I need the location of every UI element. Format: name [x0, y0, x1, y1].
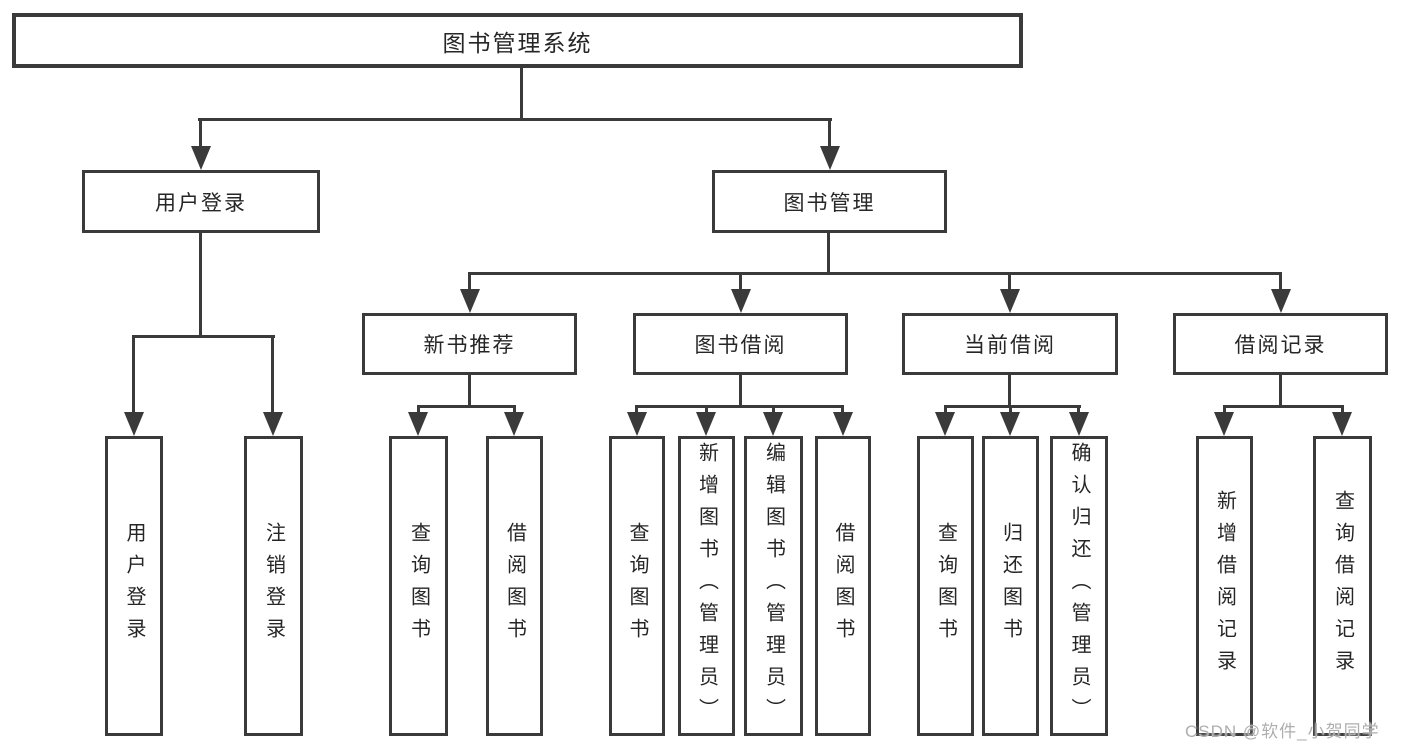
node-label: 用户登录 [123, 522, 145, 650]
arrowhead-down [1214, 412, 1234, 436]
leaf-newrec-borrow-books: 借阅图书 [486, 436, 543, 736]
connector-branch-line [1008, 272, 1011, 291]
leaf-borrow-borrow-books: 借阅图书 [815, 436, 871, 736]
connector-branch-line [739, 272, 742, 291]
arrowhead-down [1000, 289, 1020, 313]
connector-records-stem [1279, 375, 1282, 407]
leaf-current-confirm-return-admin: 确认归还（管理员） [1050, 436, 1108, 736]
node-library-management-system: 图书管理系统 [12, 13, 1023, 68]
leaf-borrow-add-books-admin: 新增图书（管理员） [678, 436, 735, 736]
connector-branch-line [944, 405, 947, 415]
connector-level3-split [468, 272, 1282, 275]
node-current-borrowing: 当前借阅 [902, 313, 1118, 375]
node-label: 归还图书 [999, 522, 1022, 650]
connector-branch-line [828, 118, 831, 148]
connector-borrow-split [635, 405, 844, 408]
csdn-watermark: CSDN @软件_小贺同学 [1185, 722, 1380, 741]
connector-branch-line [1077, 405, 1080, 415]
arrowhead-down [1069, 412, 1089, 436]
node-label: 当前借阅 [964, 334, 1056, 357]
arrowhead-down [1000, 412, 1020, 436]
connector-newrec-stem [468, 375, 471, 407]
node-book-borrowing: 图书借阅 [633, 313, 848, 375]
node-book-management: 图书管理 [712, 170, 947, 233]
arrowhead-down [504, 412, 524, 436]
node-label: 借阅图书 [832, 522, 854, 650]
node-label: 新增图书（管理员） [695, 442, 718, 730]
connector-current-split [944, 405, 1081, 408]
node-label: 图书管理 [783, 191, 876, 215]
leaf-user-login: 用户登录 [105, 436, 163, 736]
arrowhead-down [460, 289, 480, 313]
arrowhead-down [935, 412, 955, 436]
connector-branch-line [1279, 272, 1282, 291]
node-user-login: 用户登录 [82, 170, 320, 233]
node-label: 新书推荐 [423, 334, 516, 357]
arrowhead-down [696, 412, 716, 436]
connector-branch-line [841, 405, 844, 415]
connector-level1-split [198, 118, 832, 121]
node-label: 图书借阅 [694, 334, 787, 357]
node-new-book-recommendation: 新书推荐 [362, 313, 577, 375]
node-borrowing-records: 借阅记录 [1173, 313, 1388, 375]
leaf-logout-login: 注销登录 [244, 436, 303, 736]
leaf-records-query-record: 查询借阅记录 [1313, 436, 1372, 736]
connector-branch-line [772, 405, 775, 415]
connector-branch-line [271, 335, 274, 415]
connector-branch-line [1341, 405, 1344, 415]
arrowhead-down [408, 412, 428, 436]
node-label: 编辑图书（管理员） [762, 442, 785, 730]
connector-branch-line [1223, 405, 1226, 415]
arrowhead-down [627, 412, 647, 436]
node-label: 查询图书 [626, 522, 648, 650]
arrowhead-down [1271, 289, 1291, 313]
connector-root-stem [520, 68, 523, 120]
arrowhead-down [191, 146, 211, 170]
connector-branch-line [635, 405, 638, 415]
node-label: 用户登录 [155, 191, 247, 215]
node-label: 注销登录 [262, 522, 285, 650]
connector-branch-line [417, 405, 420, 415]
connector-userlogin-split [132, 335, 275, 338]
node-label: 新增借阅记录 [1213, 490, 1236, 682]
node-label: 查询借阅记录 [1331, 490, 1354, 682]
node-label: 查询图书 [934, 522, 957, 650]
leaf-borrow-edit-books-admin: 编辑图书（管理员） [744, 436, 803, 736]
connector-branch-line [1009, 405, 1012, 415]
connector-records-split [1223, 405, 1344, 408]
leaf-borrow-query-books: 查询图书 [609, 436, 665, 736]
connector-bookmgmt-stem [827, 233, 830, 272]
connector-userlogin-stem [199, 233, 202, 335]
node-label: 借阅记录 [1234, 334, 1327, 357]
arrowhead-down [1332, 412, 1352, 436]
connector-branch-line [513, 405, 516, 415]
node-label: 确认归还（管理员） [1068, 442, 1090, 730]
connector-borrow-stem [739, 375, 742, 407]
arrowhead-down [124, 412, 144, 436]
leaf-records-add-record: 新增借阅记录 [1196, 436, 1253, 736]
node-label: 图书管理系统 [442, 29, 593, 56]
arrowhead-down [833, 412, 853, 436]
leaf-newrec-query-books: 查询图书 [389, 436, 448, 736]
node-label: 借阅图书 [503, 522, 526, 650]
connector-branch-line [199, 118, 202, 148]
arrowhead-down [263, 412, 283, 436]
arrowhead-down [731, 289, 751, 313]
connector-branch-line [468, 272, 471, 291]
leaf-current-query-books: 查询图书 [917, 436, 974, 736]
arrowhead-down [820, 146, 840, 170]
leaf-current-return-books: 归还图书 [982, 436, 1039, 736]
connector-newrec-split [417, 405, 516, 408]
connector-branch-line [705, 405, 708, 415]
connector-current-stem [1008, 375, 1011, 407]
arrowhead-down [763, 412, 783, 436]
connector-branch-line [132, 335, 135, 415]
node-label: 查询图书 [407, 522, 430, 650]
